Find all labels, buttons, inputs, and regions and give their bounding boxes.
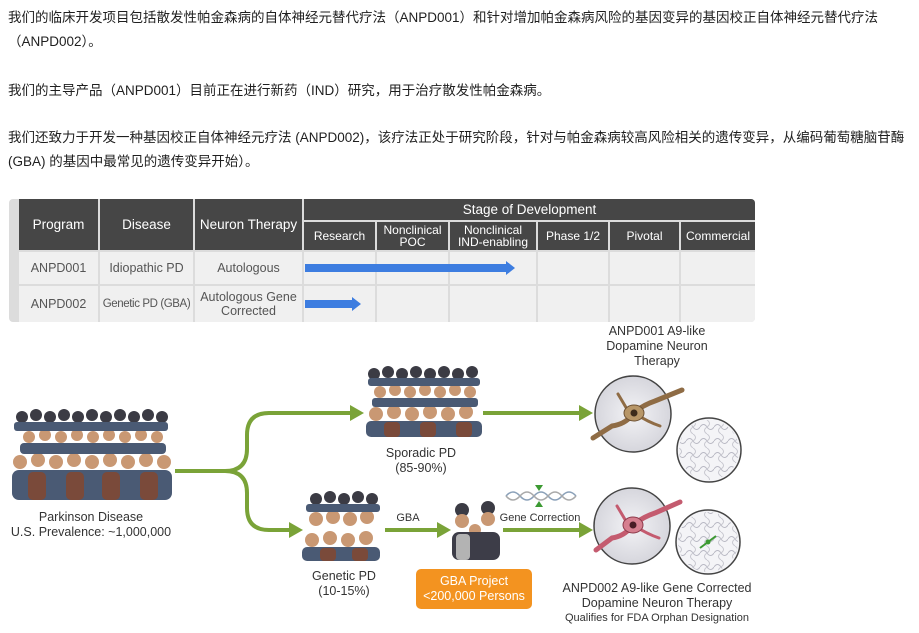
gene-correction-paragraph: 我们还致力于开发一种基因校正自体神经元疗法 (ANPD002)，该疗法正处于研究… — [8, 130, 905, 169]
header-program: Program — [19, 199, 98, 250]
header-neuron-therapy: Neuron Therapy — [195, 199, 302, 250]
pipeline-table: Program Disease Neuron Therapy Stage of … — [9, 199, 755, 322]
intro-paragraph: 我们的临床开发项目包括散发性帕金森病的自体神经元替代疗法（ANPD001）和针对… — [8, 10, 879, 49]
lead-product-paragraph: 我们的主导产品（ANPD001）目前正在进行新药（IND）研究，用于治疗散发性帕… — [8, 83, 551, 98]
row1-stage-cell — [610, 252, 679, 284]
header-stage-of-development: Stage of Development — [304, 199, 755, 220]
gba-crowd-icon — [452, 501, 500, 560]
parkinson-crowd-icon — [12, 409, 172, 500]
row1-program: ANPD001 — [19, 252, 98, 284]
gba-arrow-label: GBA — [396, 512, 420, 524]
anpd002-progress-bar — [305, 300, 353, 308]
stage-phase-1-2: Phase 1/2 — [538, 222, 608, 250]
stage-commercial: Commercial — [681, 222, 755, 250]
genetic-crowd-icon — [302, 491, 380, 561]
row1-stage-cell — [538, 252, 608, 284]
row2-stage-cell — [450, 286, 536, 322]
row2-stage-cell — [681, 286, 755, 322]
sporadic-crowd-icon — [366, 366, 482, 437]
row1-stage-cell — [681, 252, 755, 284]
row1-therapy: Autologous — [195, 252, 302, 284]
row2-stage-cell — [377, 286, 448, 322]
stage-nonclinical-poc: Nonclinical POC — [377, 222, 448, 250]
dna-helix-icon — [505, 485, 577, 507]
row2-stage-cell — [538, 286, 608, 322]
stage-research: Research — [304, 222, 375, 250]
row2-program: ANPD002 — [19, 286, 98, 322]
sporadic-pd-label: Sporadic PD (85-90%) — [385, 446, 457, 475]
header-disease: Disease — [100, 199, 193, 250]
anpd001-therapy-label: ANPD001 A9-like Dopamine Neuron Therapy — [606, 324, 708, 368]
stage-pivotal: Pivotal — [610, 222, 679, 250]
parkinson-disease-label: Parkinson Disease U.S. Prevalence: ~1,00… — [10, 510, 172, 539]
gene-correction-label: Gene Correction — [499, 512, 581, 524]
row2-stage-cell — [610, 286, 679, 322]
anpd002-progress-arrowhead — [351, 297, 361, 311]
anpd001-neuron-icon — [590, 375, 742, 483]
anpd001-progress-arrowhead — [505, 261, 515, 275]
therapy-flow-diagram: Parkinson Disease U.S. Prevalence: ~1,00… — [0, 322, 919, 633]
genetic-pd-label: Genetic PD (10-15%) — [312, 569, 376, 598]
anpd001-progress-bar — [305, 264, 507, 272]
row1-disease: Idiopathic PD — [100, 252, 193, 284]
gba-project-box: GBA Project <200,000 Persons — [416, 569, 532, 609]
anpd002-neuron-icon — [593, 487, 741, 575]
flow-arrows — [175, 411, 580, 532]
flow-arrowheads — [289, 405, 593, 538]
anpd002-therapy-label: ANPD002 A9-like Gene Corrected Dopamine … — [562, 581, 752, 624]
row2-therapy: Autologous Gene Corrected — [195, 286, 302, 322]
row2-disease: Genetic PD (GBA) — [100, 286, 193, 322]
diagram-graphics — [12, 366, 742, 575]
stage-nonclinical-ind: Nonclinical IND-enabling — [450, 222, 536, 250]
